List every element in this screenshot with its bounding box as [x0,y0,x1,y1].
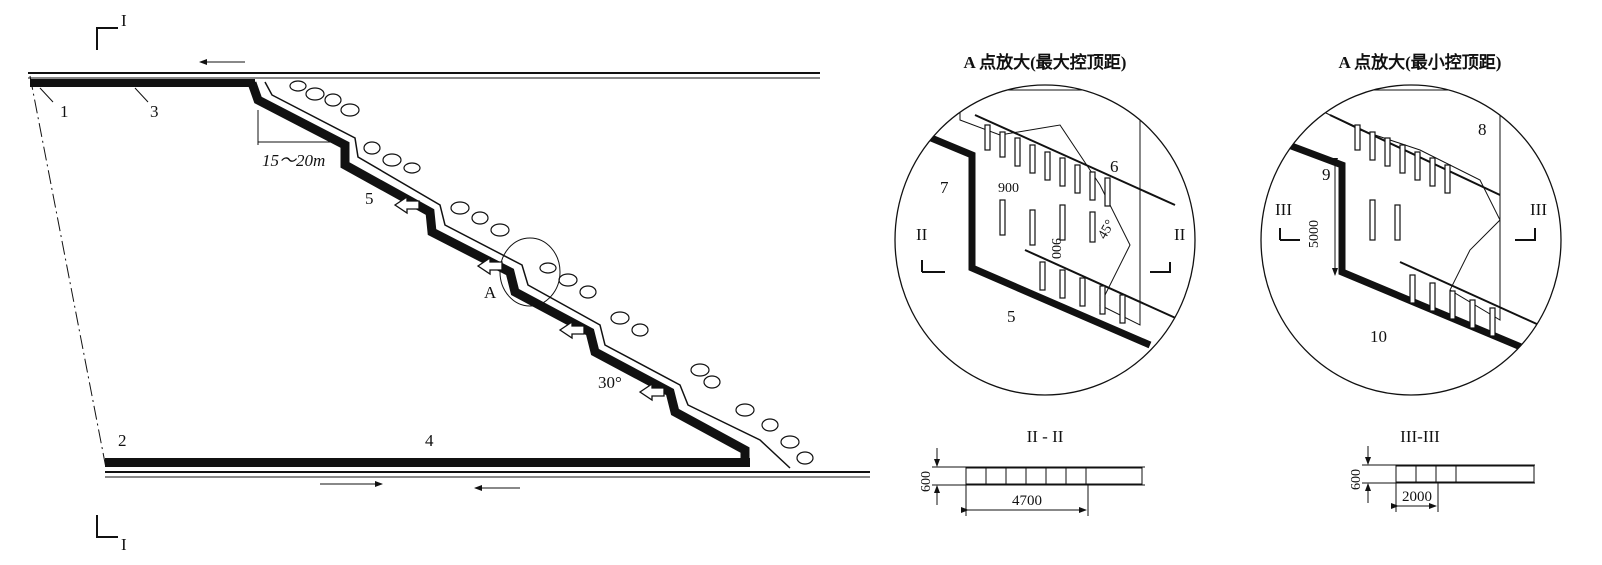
section-2-width: 4700 [1012,493,1042,509]
detail-min-view: A 点放大(最小控顶距) 5000 8 9 10 III III [1260,52,1562,396]
section-mark-top [96,27,118,50]
section-mark-bottom [96,515,118,538]
label-5: 5 [365,189,374,208]
section-3-mark-left: III [1275,200,1292,219]
section-3-title: III-III [1400,427,1440,446]
detail-max-dim-v: 900 [1048,238,1063,259]
detail-max-view: A 点放大(最大控顶距) 6 7 5 900 900 45° II II [894,52,1196,396]
section-3-mark-right: III [1530,200,1547,219]
section-3-height: 600 [1349,469,1364,490]
section-mark-bottom-label: I [121,535,127,554]
lower-support-bar [105,458,750,467]
detail-max-label-5: 5 [1007,307,1016,326]
detail-max-title: A 点放大(最大控顶距) [964,52,1127,72]
section-2-mark-left: II [916,225,928,244]
angle-label: 30° [598,373,622,392]
detail-a-circle [499,237,561,307]
detail-min-dim-v: 5000 [1307,220,1322,248]
label-2: 2 [118,431,127,450]
face-line [264,81,791,469]
advance-arrows [393,195,665,402]
section-2-view: II - II 600 4700 [919,427,1145,516]
section-mark-top-label: I [121,11,127,30]
detail-max-dim-h: 900 [998,181,1019,196]
section-3-width: 2000 [1402,489,1432,505]
section-2-mark-right: II [1174,225,1186,244]
stepped-face-support [247,81,750,466]
detail-max-angle: 45° [1095,218,1118,242]
label-4: 4 [425,431,434,450]
dash-dot-boundary [29,75,107,469]
spacing-label: 15～20m [262,151,325,170]
detail-min-title: A 点放大(最小控顶距) [1339,52,1502,72]
section-2-title: II - II [1027,427,1064,446]
detail-max-label-6: 6 [1110,157,1119,176]
detail-max-circle [894,84,1196,396]
detail-a-label: A [484,283,497,302]
detail-min-circle [1260,84,1562,396]
section-2-height: 600 [919,471,934,492]
detail-max-label-7: 7 [940,178,949,197]
main-view: I I A 1 3 2 4 5 15～20m 3 [28,11,870,554]
detail-min-label-9: 9 [1322,165,1331,184]
label-1: 1 [60,102,69,121]
detail-min-label-8: 8 [1478,120,1487,139]
upper-support-bar [30,79,255,87]
section-3-view: III-III 600 2000 [1349,427,1535,512]
detail-min-label-10: 10 [1370,327,1387,346]
goaf-rubble [289,80,814,465]
label-3: 3 [150,102,159,121]
